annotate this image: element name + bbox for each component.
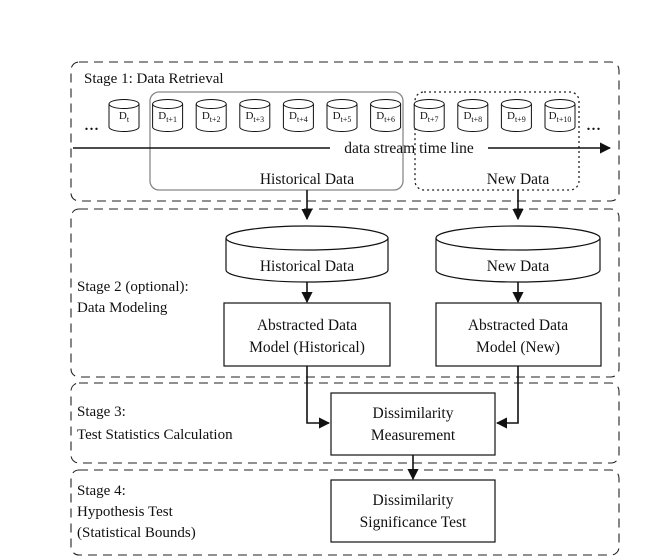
stage-3-frame xyxy=(70,382,620,464)
data-block-body xyxy=(457,104,489,132)
data-block-label: Dt+1 xyxy=(158,110,177,124)
data-block-body xyxy=(152,104,184,132)
new-model-line1: Abstracted Data xyxy=(468,317,568,334)
data-block-label: Dt+3 xyxy=(245,110,264,124)
new-model-box xyxy=(435,302,602,367)
data-block-body xyxy=(195,104,227,132)
data-block: Dt+7 xyxy=(413,99,445,132)
historical-data-store: Historical Data xyxy=(225,225,389,283)
dissimilarity-significance-test-box xyxy=(330,479,496,543)
data-block: Dt+3 xyxy=(239,99,271,132)
stage-1-frame xyxy=(70,61,620,202)
data-block: Dt+5 xyxy=(326,99,358,132)
significance-test-line2: Significance Test xyxy=(360,514,467,531)
stage-2-frame xyxy=(70,208,620,378)
data-block-body xyxy=(544,104,576,132)
historical-model-line1: Abstracted Data xyxy=(257,317,357,334)
historical-model-box xyxy=(223,302,391,367)
data-block-body xyxy=(500,104,532,132)
data-block: Dt+6 xyxy=(370,99,402,132)
ellipsis-right: ... xyxy=(586,113,601,135)
new-model-line2: Model (New) xyxy=(476,339,560,356)
stage-1-label: Stage 1: Data Retrieval xyxy=(84,71,224,87)
data-block: Dt+10 xyxy=(544,99,576,132)
data-block-cap xyxy=(195,99,227,109)
data-block-cap xyxy=(282,99,314,109)
new-data-store: New Data xyxy=(435,225,601,283)
data-block: Dt+1 xyxy=(152,99,184,132)
data-block-body xyxy=(326,104,358,132)
new-window xyxy=(414,91,580,191)
data-block: Dt+4 xyxy=(282,99,314,132)
data-block-label: Dt+8 xyxy=(463,110,482,124)
measurement-line2: Measurement xyxy=(371,427,456,444)
data-block-body xyxy=(413,104,445,132)
data-block-cap xyxy=(500,99,532,109)
data-block-body xyxy=(239,104,271,132)
data-block-body xyxy=(282,104,314,132)
data-block: Dt+8 xyxy=(457,99,489,132)
data-block-cap xyxy=(239,99,271,109)
data-block-cap xyxy=(544,99,576,109)
stage-3-label-line2: Test Statistics Calculation xyxy=(77,427,233,443)
data-block-body xyxy=(370,104,402,132)
data-block-cap xyxy=(326,99,358,109)
data-block-label: Dt xyxy=(119,110,130,124)
stage-2-label-line2: Data Modeling xyxy=(77,300,168,316)
new-window-label: New Data xyxy=(487,171,550,188)
historical-data-store-label: Historical Data xyxy=(260,258,354,275)
data-block-label: Dt+9 xyxy=(507,110,526,124)
data-block: Dt+2 xyxy=(195,99,227,132)
data-block-label: Dt+2 xyxy=(202,110,221,124)
dissimilarity-measurement-box xyxy=(330,392,496,456)
data-block-label: Dt+7 xyxy=(420,110,439,124)
timeline-label: data stream time line xyxy=(344,140,474,157)
data-block-cap xyxy=(370,99,402,109)
data-block-label: Dt+6 xyxy=(376,110,395,124)
significance-test-line1: Dissimilarity xyxy=(373,492,454,509)
data-stream-blocks: Dt Dt+1 Dt+2 Dt+3 Dt+4 Dt+5 Dt+6 Dt+7 Dt+8 Dt+9 Dt… xyxy=(108,99,576,132)
data-block-cap xyxy=(413,99,445,109)
data-block: Dt xyxy=(108,99,140,132)
historical-model-line2: Model (Historical) xyxy=(249,339,365,356)
new-data-store-label: New Data xyxy=(487,258,550,275)
stage-4-label-line2: Hypothesis Test xyxy=(77,504,174,520)
stage-4-label-line1: Stage 4: xyxy=(77,483,126,499)
ellipsis-left: ... xyxy=(84,113,99,135)
data-block-cap xyxy=(108,99,140,109)
measurement-line1: Dissimilarity xyxy=(373,405,454,422)
stage-2-label-line1: Stage 2 (optional): xyxy=(77,279,189,295)
data-block: Dt+9 xyxy=(500,99,532,132)
stage-4-frame xyxy=(70,469,620,556)
stage-3-label-line1: Stage 3: xyxy=(77,404,126,420)
stage-4-label-line3: (Statistical Bounds) xyxy=(77,525,196,541)
data-block-body xyxy=(108,104,140,132)
historical-window xyxy=(149,91,404,191)
data-block-label: Dt+4 xyxy=(289,110,308,124)
edge-new-model-to-measurement xyxy=(495,366,519,429)
historical-window-label: Historical Data xyxy=(260,171,354,188)
data-block-cap xyxy=(152,99,184,109)
data-block-cap xyxy=(457,99,489,109)
data-block-label: Dt+10 xyxy=(549,110,572,124)
data-block-label: Dt+5 xyxy=(333,110,352,124)
edge-historical-model-to-measurement xyxy=(306,366,331,429)
